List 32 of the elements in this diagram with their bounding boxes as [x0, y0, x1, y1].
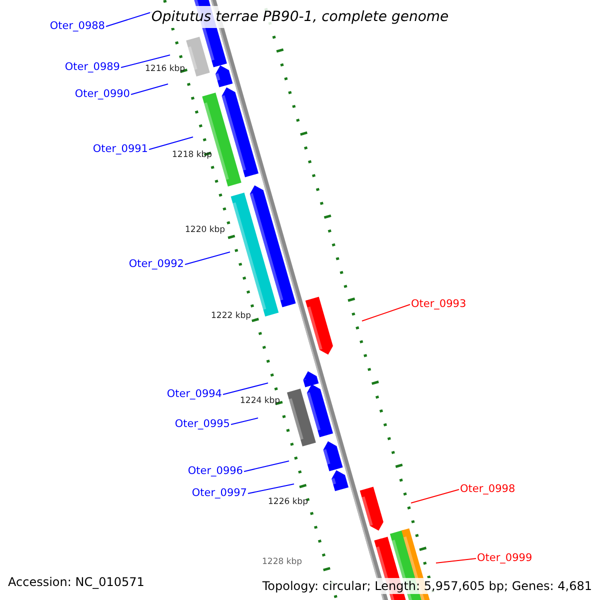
scale-label: 1222 kbp: [211, 311, 252, 322]
gene-label: Oter_0993: [411, 298, 466, 311]
scale-label: 1228 kbp: [262, 557, 302, 568]
leader-line: [130, 84, 168, 95]
leader-line: [184, 252, 230, 265]
scale-label: 1216 kbp: [145, 64, 186, 75]
leader-line: [148, 136, 194, 150]
leader-line: [230, 418, 258, 425]
leader-line: [222, 382, 268, 395]
leader-line: [436, 558, 476, 564]
gene-label: Oter_0994: [166, 388, 222, 401]
leader-line: [362, 304, 410, 322]
leader-line: [120, 54, 170, 68]
gene-label: Oter_0995: [174, 418, 230, 431]
gene-label: Oter_0997: [192, 487, 247, 500]
gene-label: Oter_0989: [64, 61, 120, 74]
scale-label: 1220 kbp: [185, 225, 226, 236]
scale-label: 1224 kbp: [240, 396, 280, 407]
leader-line: [410, 489, 460, 504]
gene-label: Oter_0992: [128, 258, 184, 271]
scale-label: 1226 kbp: [268, 497, 308, 508]
gene-label: Oter_0991: [92, 143, 148, 156]
gene-label: Oter_0999: [477, 552, 532, 565]
leader-line: [106, 12, 152, 27]
gene-label: Oter_0998: [460, 483, 516, 496]
gene-label: Oter_0988: [50, 20, 105, 33]
accession-text: Accession: NC_010571: [8, 574, 144, 590]
leader-line: [248, 484, 294, 494]
gene-label: Oter_0990: [74, 88, 130, 101]
leader-line: [244, 460, 290, 472]
gene-label: Oter_0996: [188, 465, 243, 478]
scale-label: 1218 kbp: [172, 150, 212, 161]
